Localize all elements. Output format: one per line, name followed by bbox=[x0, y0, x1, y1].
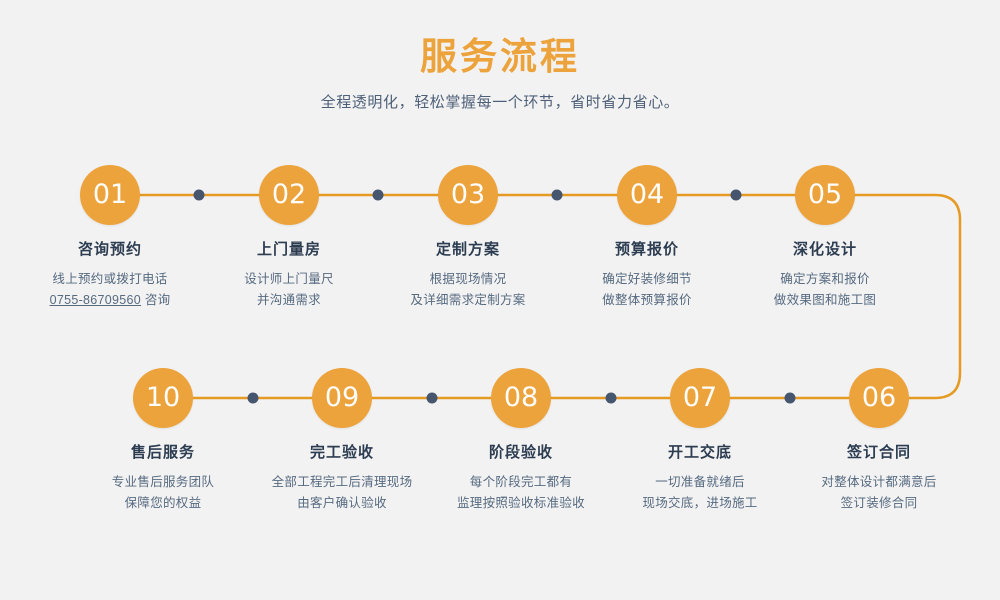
step-description: 一切准备就绪后 现场交底，进场施工 bbox=[600, 472, 800, 514]
step-description: 每个阶段完工都有 监理按照验收标准验收 bbox=[421, 472, 621, 514]
step-title: 定制方案 bbox=[435, 241, 500, 258]
page-subtitle: 全程透明化，轻松掌握每一个环节，省时省力省心。 bbox=[320, 94, 680, 111]
flow-step-02[interactable]: 02 上门量房 设计师上门量尺 并沟通需求 bbox=[189, 165, 389, 311]
step-desc-line: 做效果图和施工图 bbox=[773, 293, 877, 307]
step-number: 04 bbox=[629, 179, 665, 210]
step-desc-line: 及详细需求定制方案 bbox=[410, 293, 526, 307]
step-description: 线上预约或拨打电话 0755-86709560 咨询 bbox=[10, 269, 210, 311]
flow-step-08[interactable]: 08 阶段验收 每个阶段完工都有 监理按照验收标准验收 bbox=[421, 368, 621, 514]
step-desc-line: 保障您的权益 bbox=[124, 496, 202, 510]
step-desc-line: 设计师上门量尺 bbox=[244, 272, 334, 286]
step-description: 专业售后服务团队 保障您的权益 bbox=[63, 472, 263, 514]
step-title: 阶段验收 bbox=[488, 444, 553, 461]
step-circle-03[interactable]: 03 bbox=[438, 165, 498, 225]
step-description: 根据现场情况 及详细需求定制方案 bbox=[368, 269, 568, 311]
step-description: 设计师上门量尺 并沟通需求 bbox=[189, 269, 389, 311]
header: 服务流程 全程透明化，轻松掌握每一个环节，省时省力省心。 bbox=[0, 34, 1000, 114]
step-circle-09[interactable]: 09 bbox=[312, 368, 372, 428]
step-title: 完工验收 bbox=[309, 444, 374, 461]
step-title: 预算报价 bbox=[614, 241, 679, 258]
step-desc-line: 确定好装修细节 bbox=[602, 272, 692, 286]
step-title: 咨询预约 bbox=[77, 241, 142, 258]
step-desc-line: 专业售后服务团队 bbox=[111, 475, 215, 489]
step-desc-line: 全部工程完工后清理现场 bbox=[271, 475, 413, 489]
step-desc-line: 一切准备就绪后 bbox=[655, 475, 745, 489]
step-number: 09 bbox=[324, 382, 360, 413]
page-title: 服务流程 bbox=[420, 36, 580, 77]
step-number: 03 bbox=[450, 179, 486, 210]
step-circle-02[interactable]: 02 bbox=[259, 165, 319, 225]
step-desc-phone-line: 0755-86709560 咨询 bbox=[10, 290, 210, 311]
flow-step-05[interactable]: 05 深化设计 确定方案和报价 做效果图和施工图 bbox=[725, 165, 925, 311]
step-circle-10[interactable]: 10 bbox=[133, 368, 193, 428]
step-desc-line: 确定方案和报价 bbox=[780, 272, 870, 286]
flow-step-10[interactable]: 10 售后服务 专业售后服务团队 保障您的权益 bbox=[63, 368, 263, 514]
step-title: 深化设计 bbox=[792, 241, 857, 258]
step-description: 确定好装修细节 做整体预算报价 bbox=[547, 269, 747, 311]
flow-step-07[interactable]: 07 开工交底 一切准备就绪后 现场交底，进场施工 bbox=[600, 368, 800, 514]
step-number: 02 bbox=[271, 179, 307, 210]
step-circle-07[interactable]: 07 bbox=[670, 368, 730, 428]
step-desc-line: 对整体设计都满意后 bbox=[821, 475, 937, 489]
step-number: 07 bbox=[682, 382, 718, 413]
step-title: 签订合同 bbox=[846, 444, 911, 461]
step-desc-line: 线上预约或拨打电话 bbox=[52, 272, 168, 286]
step-number: 10 bbox=[145, 382, 181, 413]
step-number: 08 bbox=[503, 382, 539, 413]
step-circle-04[interactable]: 04 bbox=[617, 165, 677, 225]
step-desc-line: 签订装修合同 bbox=[840, 496, 918, 510]
step-number: 05 bbox=[807, 179, 843, 210]
step-title: 开工交底 bbox=[667, 444, 732, 461]
step-title: 上门量房 bbox=[256, 241, 321, 258]
step-circle-06[interactable]: 06 bbox=[849, 368, 909, 428]
step-circle-01[interactable]: 01 bbox=[80, 165, 140, 225]
step-description: 确定方案和报价 做效果图和施工图 bbox=[725, 269, 925, 311]
step-title: 售后服务 bbox=[130, 444, 195, 461]
flow-step-09[interactable]: 09 完工验收 全部工程完工后清理现场 由客户确认验收 bbox=[242, 368, 442, 514]
step-description: 对整体设计都满意后 签订装修合同 bbox=[779, 472, 979, 514]
step-desc-line: 根据现场情况 bbox=[429, 272, 507, 286]
flow-step-06[interactable]: 06 签订合同 对整体设计都满意后 签订装修合同 bbox=[779, 368, 979, 514]
step-desc-line: 监理按照验收标准验收 bbox=[456, 496, 585, 510]
step-desc-line: 每个阶段完工都有 bbox=[469, 475, 573, 489]
flow-step-03[interactable]: 03 定制方案 根据现场情况 及详细需求定制方案 bbox=[368, 165, 568, 311]
step-desc-line: 由客户确认验收 bbox=[297, 496, 387, 510]
step-number: 01 bbox=[92, 179, 128, 210]
step-desc-line: 做整体预算报价 bbox=[602, 293, 692, 307]
step-number: 06 bbox=[861, 382, 897, 413]
step-circle-05[interactable]: 05 bbox=[795, 165, 855, 225]
step-desc-line: 现场交底，进场施工 bbox=[642, 496, 758, 510]
step-desc-line: 并沟通需求 bbox=[256, 293, 321, 307]
phone-number[interactable]: 0755-86709560 bbox=[49, 293, 142, 307]
phone-suffix: 咨询 bbox=[141, 293, 171, 307]
flow-step-01[interactable]: 01 咨询预约 线上预约或拨打电话 0755-86709560 咨询 bbox=[10, 165, 210, 311]
flow-step-04[interactable]: 04 预算报价 确定好装修细节 做整体预算报价 bbox=[547, 165, 747, 311]
step-circle-08[interactable]: 08 bbox=[491, 368, 551, 428]
step-description: 全部工程完工后清理现场 由客户确认验收 bbox=[242, 472, 442, 514]
